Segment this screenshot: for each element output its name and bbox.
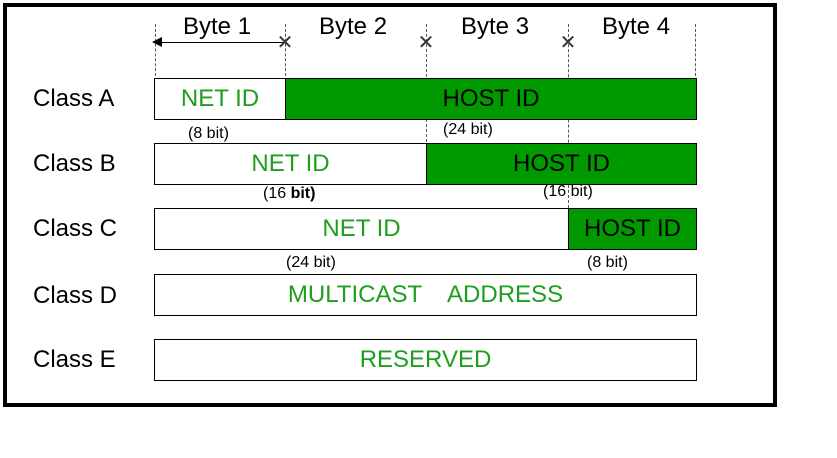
byte-1-label: Byte 1 <box>183 13 252 40</box>
class-b-label: Class B <box>33 150 116 177</box>
class-c-label: Class C <box>33 215 118 242</box>
class-e-label: Class E <box>33 346 116 373</box>
byte-boundary-1 <box>285 24 286 76</box>
class-b-net-bits: (16 bit) <box>263 185 315 203</box>
cross-icon: ✕ <box>417 30 435 54</box>
byte-3-label: Byte 3 <box>461 13 530 40</box>
class-a-label: Class A <box>33 85 115 112</box>
cross-icon: ✕ <box>276 30 294 54</box>
byte-1-arrow-line <box>155 42 285 43</box>
class-a-net-bits: (8 bit) <box>188 125 229 142</box>
class-d-label: Class D <box>33 282 118 309</box>
class-d-multicast-address: MULTICAST ADDRESS <box>154 274 697 316</box>
byte-4-label: Byte 4 <box>602 13 671 40</box>
class-a-host-bits: (24 bit) <box>443 121 493 138</box>
class-b-net-id: NET ID <box>154 143 427 185</box>
class-b-net-bits-bold: bit) <box>290 185 316 202</box>
class-c-host-bits: (8 bit) <box>587 254 628 271</box>
class-c-host-id: HOST ID <box>568 208 697 250</box>
arrow-left-icon <box>152 37 162 47</box>
class-a-net-id: NET ID <box>154 78 286 120</box>
class-c-net-id: NET ID <box>154 208 569 250</box>
cross-icon: ✕ <box>559 30 577 54</box>
class-b-host-id: HOST ID <box>426 143 697 185</box>
byte-boundary-0 <box>155 24 156 76</box>
class-c-net-bits: (24 bit) <box>286 254 336 271</box>
byte-2-label: Byte 2 <box>319 13 388 40</box>
byte-boundary-4 <box>695 24 696 76</box>
class-a-host-id: HOST ID <box>285 78 697 120</box>
class-b-net-bits-prefix: (16 <box>263 185 291 202</box>
class-b-host-bits: (16 bit) <box>543 183 593 200</box>
class-e-reserved: RESERVED <box>154 339 697 381</box>
